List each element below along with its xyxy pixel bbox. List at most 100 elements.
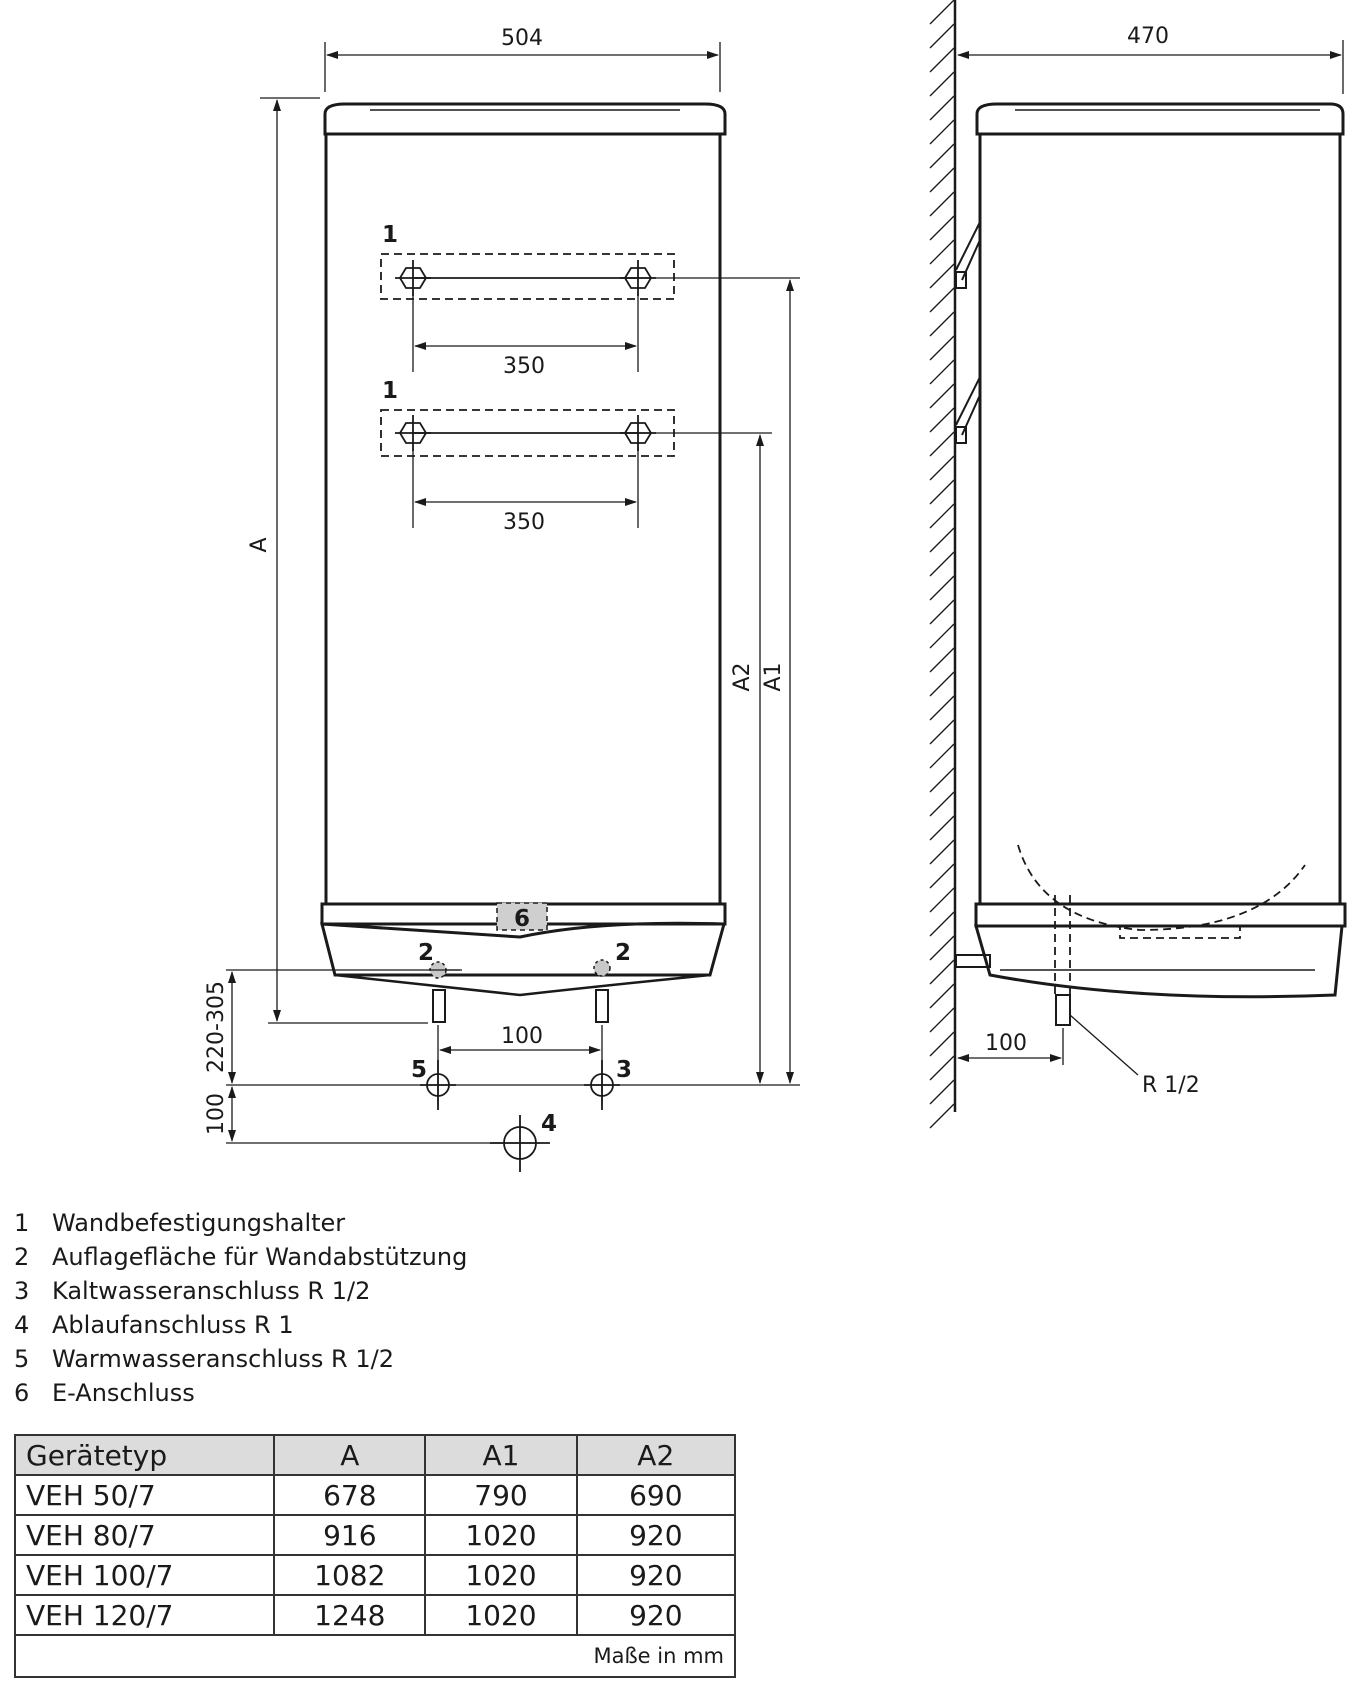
wall-hatch-line [929, 983, 955, 1009]
cell-type: VEH 100/7 [13, 1554, 276, 1596]
wall-support [955, 954, 991, 968]
header-a: A [273, 1434, 427, 1476]
dim-depth: 470 [1127, 24, 1169, 49]
cell-type: VEH 50/7 [13, 1474, 276, 1516]
dim-height-a: A [247, 537, 272, 552]
dim-a2: A2 [730, 662, 755, 691]
hot-water-pipe [432, 989, 446, 1023]
wall-hatch-line [929, 311, 955, 337]
wall-hatch-line [929, 479, 955, 505]
dim-width: 504 [501, 26, 543, 51]
table-note-row: Maße in mm [14, 1634, 736, 1678]
cell-a: 1082 [273, 1554, 427, 1596]
callout-support-left: 2 [418, 940, 434, 966]
wall-hatch-line [929, 119, 955, 145]
legend-text: Auflagefläche für Wandabstützung [52, 1243, 468, 1271]
wall-hatch-line [929, 1103, 955, 1129]
dim-floor-range: 220-305 [204, 981, 229, 1073]
legend-number: 6 [14, 1379, 30, 1407]
dim-drain: 100 [204, 1093, 229, 1135]
wall-hatch-line [929, 239, 955, 265]
callout-support-right: 2 [615, 940, 631, 966]
table-row: VEH 50/7 678 790 690 [13, 1474, 737, 1516]
front-dimensions [226, 42, 800, 1144]
wall-hatch-line [929, 95, 955, 121]
wall-hatch-line [929, 359, 955, 385]
wall-hatch-line [929, 431, 955, 457]
callout-electric: 6 [514, 906, 530, 932]
legend-item: 6 E-Anschluss [14, 1376, 467, 1410]
cell-a: 1248 [273, 1594, 427, 1636]
wall-hatch-line [929, 671, 955, 697]
header-a1: A1 [424, 1434, 578, 1476]
dim-wall-offset: 100 [985, 1031, 1027, 1056]
dim-pipe-spacing: 100 [501, 1024, 543, 1049]
wall-hatch-line [929, 335, 955, 361]
legend-number: 3 [14, 1277, 30, 1305]
wall-hatch-line [929, 623, 955, 649]
cell-a1: 1020 [424, 1554, 578, 1596]
cell-type: VEH 120/7 [13, 1594, 276, 1636]
legend-text: E-Anschluss [52, 1379, 195, 1407]
cell-a: 916 [273, 1514, 427, 1556]
wall-hatch-line [929, 1055, 955, 1081]
support-right-mark [593, 959, 611, 977]
side-top-cap [975, 102, 1345, 136]
callout-bracket-bottom: 1 [382, 378, 398, 404]
front-top-cap [323, 102, 727, 136]
legend-text: Wandbefestigungshalter [52, 1209, 346, 1237]
wall-hatch-line [929, 647, 955, 673]
wall-hatch-line [929, 191, 955, 217]
wall-hatch-line [929, 503, 955, 529]
legend-item: 3 Kaltwasseranschluss R 1/2 [14, 1274, 467, 1308]
bracket-top [380, 253, 675, 300]
wall-hatch-line [929, 407, 955, 433]
dim-bracket-spacing-top: 350 [503, 354, 545, 379]
wall-hatch-line [929, 695, 955, 721]
wall-hatch-line [929, 23, 955, 49]
side-bottom-band [974, 902, 1347, 928]
wall-hatch-line [929, 1007, 955, 1033]
side-pipe [1055, 994, 1071, 1026]
wall-hatch-line [929, 263, 955, 289]
units-note: Maße in mm [14, 1634, 736, 1678]
front-bottom-cover [320, 921, 726, 977]
wall-hatch-line [929, 1031, 955, 1057]
table-header-row: Gerätetyp A A1 A2 [13, 1434, 737, 1476]
table-row: VEH 120/7 1248 1020 920 [13, 1594, 737, 1636]
legend-number: 5 [14, 1345, 30, 1373]
wall-hatch-line [929, 287, 955, 313]
electric-box [496, 902, 548, 931]
wall-hatch-line [929, 167, 955, 193]
cell-a1: 1020 [424, 1594, 578, 1636]
header-a2: A2 [575, 1434, 737, 1476]
wall-hatch-line [929, 527, 955, 553]
thread-label: R 1/2 [1142, 1073, 1200, 1098]
cell-a: 678 [273, 1474, 427, 1516]
wall-hatch-line [929, 791, 955, 817]
legend-number: 2 [14, 1243, 30, 1271]
side-dimensions [957, 40, 1344, 1076]
cold-water-pipe [595, 989, 609, 1023]
legend-text: Kaltwasseranschluss R 1/2 [52, 1277, 371, 1305]
wall-hatch-line [929, 719, 955, 745]
wall-hatch-line [929, 743, 955, 769]
wall-hatch-line [929, 815, 955, 841]
callout-bracket-top: 1 [382, 222, 398, 248]
wall-hatch-line [929, 767, 955, 793]
side-body [978, 132, 1342, 906]
dim-bracket-spacing-bottom: 350 [503, 510, 545, 535]
table-row: VEH 80/7 916 1020 920 [13, 1514, 737, 1556]
wall-hatch-line [929, 839, 955, 865]
callout-hot-water: 5 [411, 1057, 427, 1083]
table-row: VEH 100/7 1082 1020 920 [13, 1554, 737, 1596]
wall-hatch-line [929, 1079, 955, 1105]
header-device-type: Gerätetyp [13, 1434, 276, 1476]
side-bottom-cover [974, 924, 1344, 999]
callout-drain: 4 [541, 1111, 557, 1137]
